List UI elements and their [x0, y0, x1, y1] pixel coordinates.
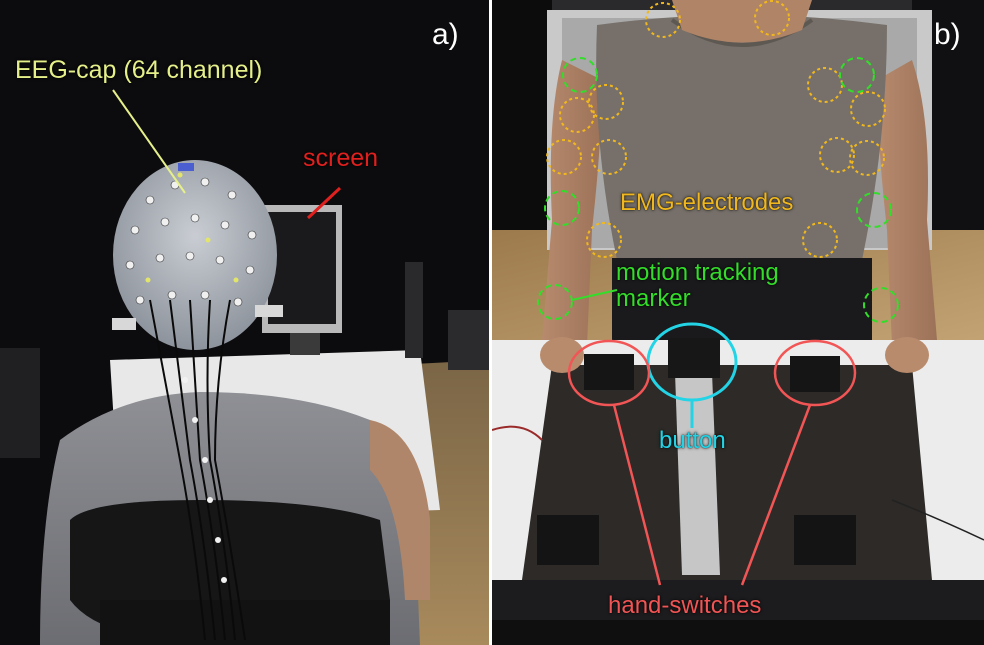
hand-switch-ring-right	[773, 339, 857, 407]
motion-tracking-line-1: motion tracking	[616, 259, 779, 286]
screen-annotation: screen	[303, 144, 379, 172]
motion-marker-pointer-line	[571, 289, 618, 301]
hand-switches-annotation: hand-switches	[608, 592, 762, 619]
motion-tracking-annotation: motion tracking marker	[616, 260, 779, 312]
eeg-cap-pointer-line	[112, 89, 186, 194]
motion-tracking-markers	[537, 57, 899, 323]
emg-setup-photo	[492, 0, 984, 645]
hand-switch-top-right	[790, 356, 840, 392]
panel-b-label: b)	[934, 18, 961, 51]
photo-panel-a: a) EEG-cap (64 channel) screen	[0, 0, 489, 645]
button-device	[668, 338, 720, 378]
screen-pointer-line	[306, 186, 342, 220]
button-annotation: button	[659, 427, 726, 454]
panel-a-label: a)	[432, 18, 459, 51]
hand-switch-ring-left	[567, 339, 651, 407]
emg-electrode-markers	[546, 0, 886, 258]
hand-switch-bottom-right	[794, 515, 856, 565]
eeg-setup-photo	[0, 0, 489, 645]
eeg-cap-annotation: EEG-cap (64 channel)	[15, 56, 263, 84]
motion-tracking-line-2: marker	[616, 285, 691, 312]
hand-switch-top-left	[584, 354, 634, 390]
emg-electrodes-annotation: EMG-electrodes	[620, 189, 794, 216]
photo-panel-b: b) EMG-electrodes motion tracking marker…	[492, 0, 984, 645]
hand-switch-bottom-left	[537, 515, 599, 565]
